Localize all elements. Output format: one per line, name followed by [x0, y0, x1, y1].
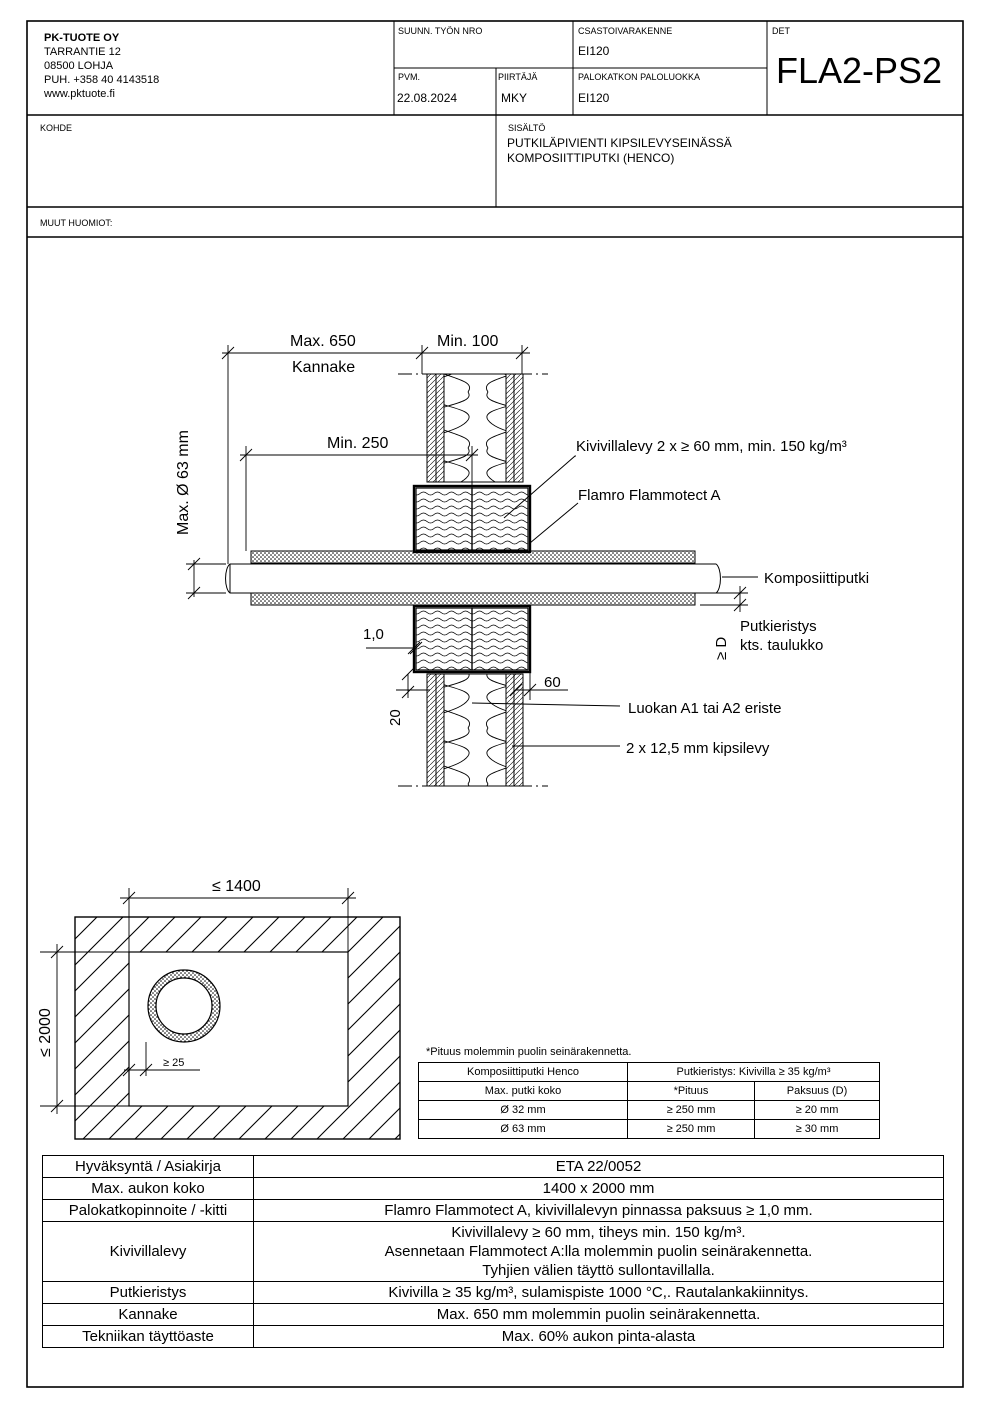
cell-size: Ø 32 mm — [418, 1100, 628, 1120]
sisalto-label: SISÄLTÖ — [508, 123, 546, 133]
th-max-size: Max. putki koko — [418, 1081, 628, 1101]
label-putkieristys: Putkieristys — [740, 618, 817, 635]
table-row: Max. aukon koko 1400 x 2000 mm — [42, 1177, 944, 1200]
label-kannake: Kannake — [292, 359, 355, 376]
wall-lower — [426, 673, 524, 787]
company-phone: PUH. +358 40 4143518 — [44, 74, 160, 86]
label-kivivillalevy: Kivivillalevy 2 x ≥ 60 mm, min. 150 kg/m… — [576, 438, 847, 455]
company-city: 08500 LOHJA — [44, 60, 114, 72]
th-pipe-insulation: Putkieristys: Kivivilla ≥ 35 kg/m³ — [627, 1062, 880, 1082]
table-row: Palokatkopinnoite / -kitti Flamro Flammo… — [42, 1199, 944, 1222]
spec-value: Max. 60% aukon pinta-alasta — [253, 1325, 944, 1348]
dim-min100: Min. 100 — [437, 333, 498, 350]
label-flamro: Flamro Flammotect A — [578, 487, 721, 504]
spec-value: Flamro Flammotect A, kivivillalevyn pinn… — [253, 1199, 944, 1222]
table-row: Hyväksyntä / Asiakirja ETA 22/0052 — [42, 1155, 944, 1178]
company-street: TARRANTIE 12 — [44, 46, 121, 58]
dim-le2000: ≤ 2000 — [37, 1008, 54, 1057]
sisalto-text: PUTKILÄPIVIENTI KIPSILEVYSEINÄSSÄ KOMPOS… — [507, 136, 732, 166]
dim-ge-d: ≥ D — [713, 637, 730, 660]
pipe-insulation-top — [250, 550, 696, 564]
cell-thickness: ≥ 20 mm — [754, 1100, 880, 1120]
spec-value-line: Asennetaan Flammotect A:lla molemmin puo… — [384, 1243, 813, 1260]
spec-value-line: Kivivillalevy ≥ 60 mm, tiheys min. 150 k… — [451, 1224, 746, 1241]
label-kipsilevy: 2 x 12,5 mm kipsilevy — [626, 740, 770, 757]
spec-key: Kannake — [42, 1303, 254, 1326]
table-row: Kannake Max. 650 mm molemmin puolin sein… — [42, 1303, 944, 1326]
insulation-table: Komposiittiputki Henco Putkieristys: Kiv… — [418, 1062, 880, 1139]
th-composite-pipe: Komposiittiputki Henco — [418, 1062, 628, 1082]
det-code: FLA2-PS2 — [776, 50, 943, 91]
spec-value: 1400 x 2000 mm — [253, 1177, 944, 1200]
spec-table: Hyväksyntä / Asiakirja ETA 22/0052 Max. … — [42, 1155, 944, 1348]
th-length: *Pituus — [627, 1081, 755, 1101]
spec-value: Kivivilla ≥ 35 kg/m³, sulamispiste 1000 … — [253, 1281, 944, 1304]
table-row: Ø 63 mm ≥ 250 mm ≥ 30 mm — [418, 1119, 880, 1139]
dim-60: 60 — [544, 674, 561, 691]
dim-max63: Max. Ø 63 mm — [175, 430, 192, 535]
spec-value: Max. 650 mm molemmin puolin seinärakenne… — [253, 1303, 944, 1326]
spec-key: Tekniikan täyttöaste — [42, 1325, 254, 1348]
dim-le1400: ≤ 1400 — [212, 878, 261, 895]
piirtaja-label: PIIRTÄJÄ — [498, 72, 538, 82]
spec-key: Max. aukon koko — [42, 1177, 254, 1200]
table-note: *Pituus molemmin puolin seinärakennetta. — [426, 1046, 632, 1058]
dim-1-0: 1,0 — [363, 626, 384, 643]
cell-length: ≥ 250 mm — [627, 1100, 755, 1120]
pvm-label: PVM. — [398, 72, 421, 82]
spec-key: Putkieristys — [42, 1281, 254, 1304]
dim-ge25: ≥ 25 — [163, 1057, 184, 1069]
cell-length: ≥ 250 mm — [627, 1119, 755, 1139]
table-row: Tekniikan täyttöaste Max. 60% aukon pint… — [42, 1325, 944, 1348]
paloluokka-value: EI120 — [578, 91, 610, 105]
table-row: Putkieristys Kivivilla ≥ 35 kg/m³, sulam… — [42, 1281, 944, 1304]
pvm-value: 22.08.2024 — [397, 91, 458, 105]
spec-key: Hyväksyntä / Asiakirja — [42, 1155, 254, 1178]
wall-upper — [426, 373, 524, 483]
th-thickness: Paksuus (D) — [754, 1081, 880, 1101]
company-name: PK-TUOTE OY — [44, 32, 120, 44]
paloluokka-label: PALOKATKON PALOLUOKKA — [578, 72, 701, 82]
kohde-label: KOHDE — [40, 123, 73, 133]
label-kts-taulukko: kts. taulukko — [740, 637, 823, 654]
sisalto-line-1: PUTKILÄPIVIENTI KIPSILEVYSEINÄSSÄ — [507, 136, 732, 150]
table-row: Ø 32 mm ≥ 250 mm ≥ 20 mm — [418, 1100, 880, 1120]
spec-value-line: Tyhjien välien täyttö sullontavillalla. — [482, 1262, 715, 1279]
sisalto-line-2: KOMPOSIITTIPUTKI (HENCO) — [507, 151, 675, 165]
dim-max650: Max. 650 — [290, 333, 356, 350]
dim-20: 20 — [387, 709, 404, 726]
det-label: DET — [772, 26, 790, 36]
csasto-value: EI120 — [578, 44, 610, 58]
stonewool-boards-lower — [412, 604, 532, 674]
spec-value: ETA 22/0052 — [253, 1155, 944, 1178]
label-komposiittiputki: Komposiittiputki — [764, 570, 869, 587]
cell-size: Ø 63 mm — [418, 1119, 628, 1139]
csasto-label: CSASTOIVARAKENNE — [578, 26, 673, 36]
spec-value: Kivivillalevy ≥ 60 mm, tiheys min. 150 k… — [253, 1221, 944, 1282]
label-luokan-eriste: Luokan A1 tai A2 eriste — [628, 700, 781, 717]
spec-key: Palokatkopinnoite / -kitti — [42, 1199, 254, 1222]
muut-huomiot-label: MUUT HUOMIOT: — [40, 218, 113, 228]
company-web: www.pktuote.fi — [44, 88, 115, 100]
piirtaja-value: MKY — [501, 91, 528, 105]
spec-key: Kivivillalevy — [42, 1221, 254, 1282]
table-row: Kivivillalevy Kivivillalevy ≥ 60 mm, tih… — [42, 1221, 944, 1282]
cell-thickness: ≥ 30 mm — [754, 1119, 880, 1139]
company-block: PK-TUOTE OY TARRANTIE 12 08500 LOHJA PUH… — [44, 31, 159, 101]
pipe-circle — [155, 977, 213, 1035]
dim-min250: Min. 250 — [327, 435, 388, 452]
suunn-label: SUUNN. TYÖN NRO — [398, 26, 483, 36]
